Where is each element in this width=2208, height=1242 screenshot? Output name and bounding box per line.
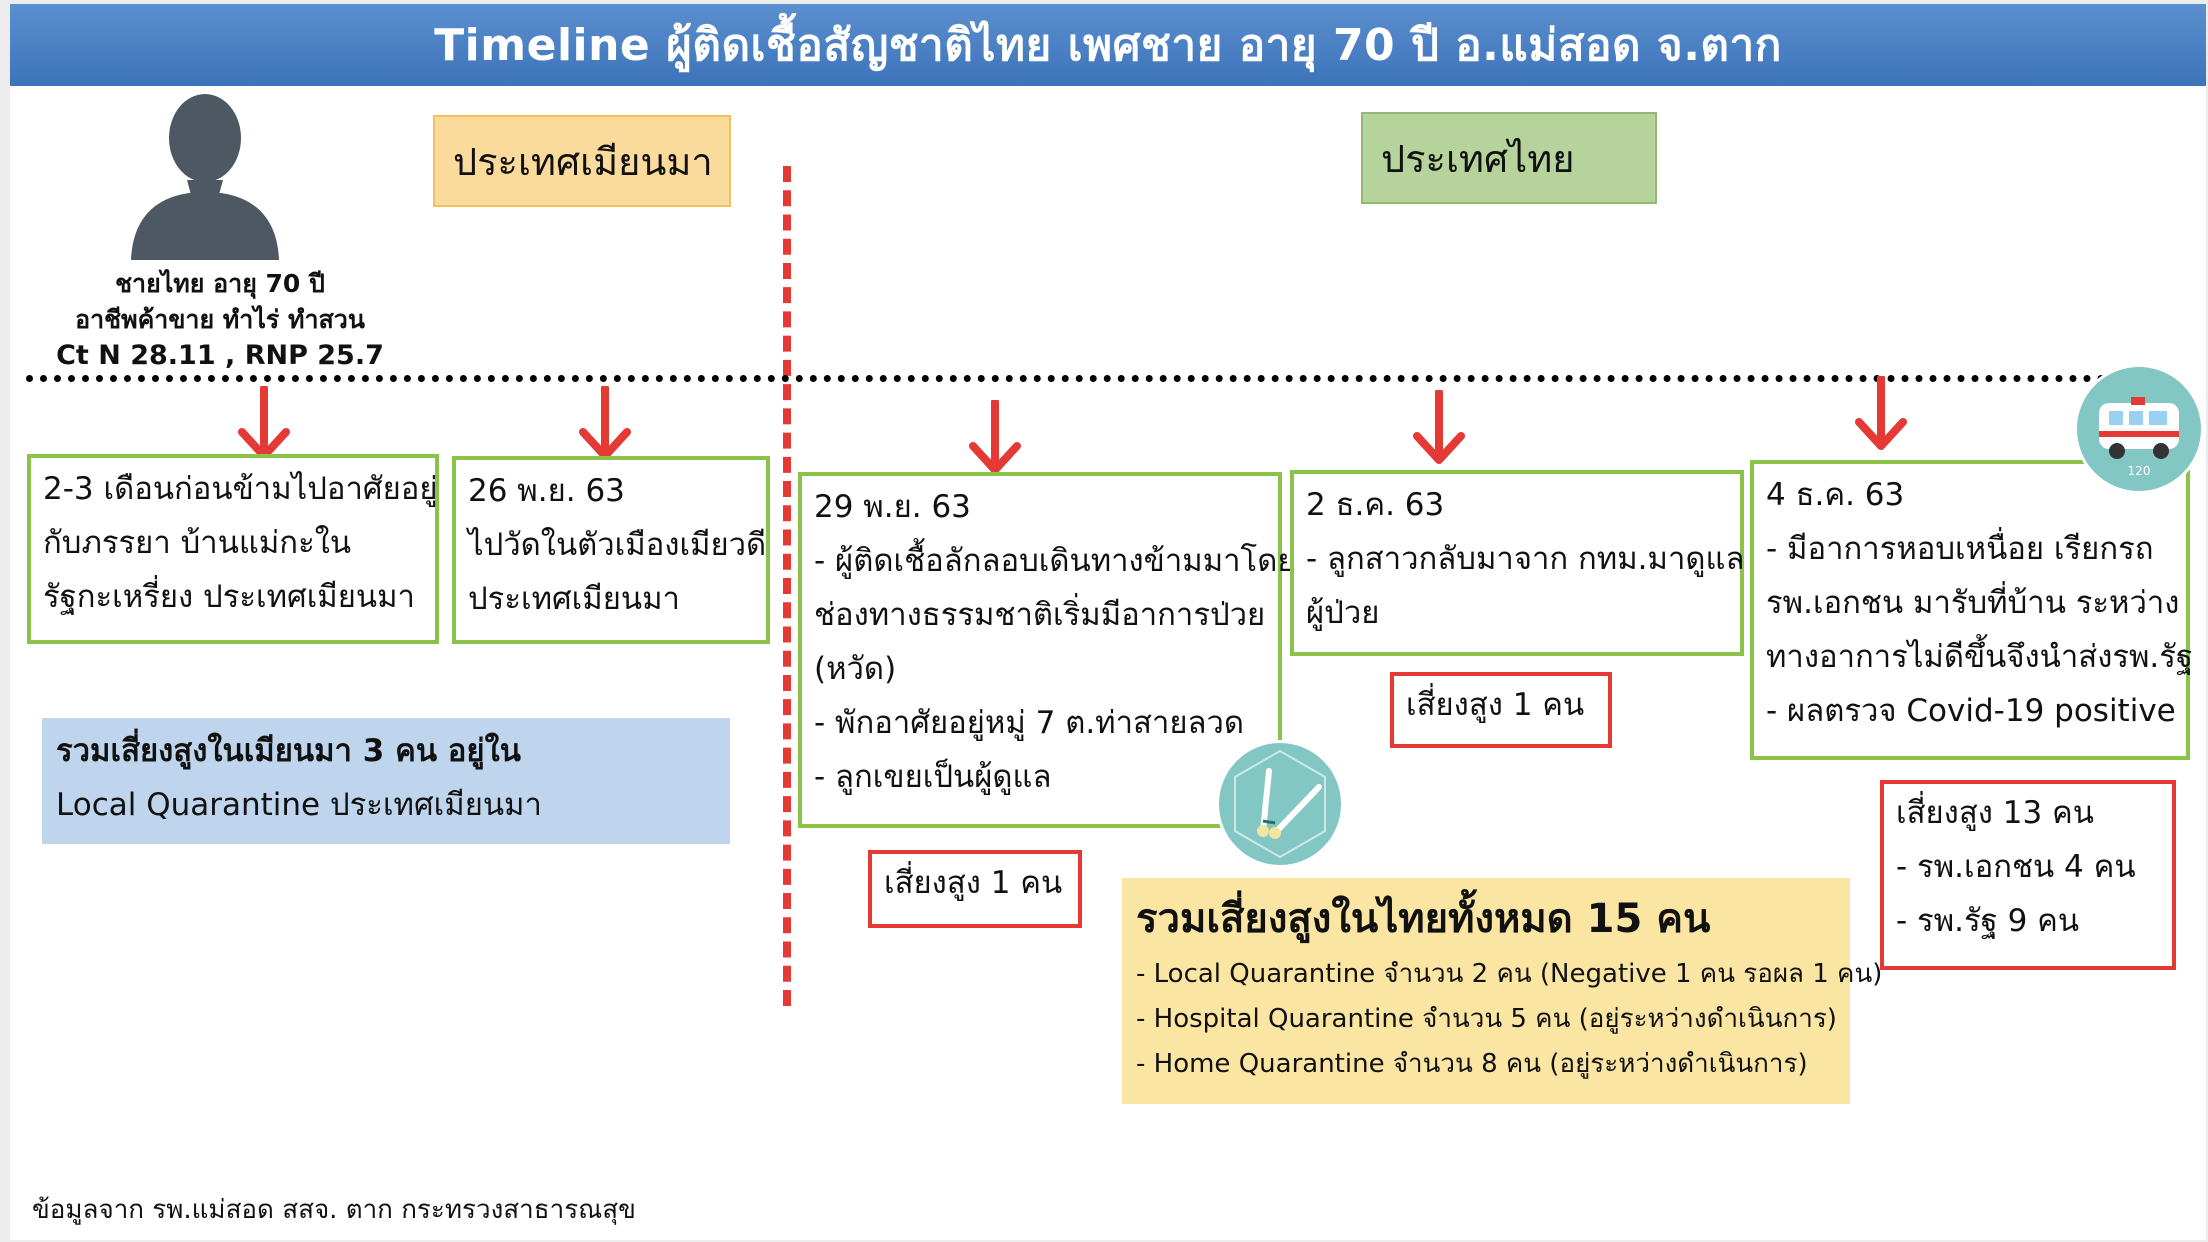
event-text: ทางอาการไม่ดีขึ้นจึงนำส่งรพ.รัฐ	[1766, 639, 2194, 675]
arrow-down-icon	[238, 386, 290, 460]
event-text: - ผลตรวจ Covid-19 positive	[1766, 693, 2176, 729]
swab-graphic	[1234, 749, 1326, 859]
border-divider	[783, 166, 791, 1006]
summary-item: - Hospital Quarantine จำนวน 5 คน (อยู่ระ…	[1136, 1004, 1837, 1034]
page-title: Timeline ผู้ติดเชื้อสัญชาติไทย เพศชาย อา…	[10, 4, 2206, 86]
summary-text: รวมเสี่ยงสูงในเมียนมา 3 คน อยู่ใน	[56, 733, 521, 769]
risk-text: - รพ.รัฐ 9 คน	[1896, 903, 2080, 939]
event-date: 29 พ.ย. 63	[814, 489, 971, 525]
timeline-axis	[26, 375, 2176, 382]
event-text: ช่องทางธรรมชาติเริ่มมีอาการป่วย	[814, 597, 1266, 633]
event-text: - พักอาศัยอยู่หมู่ 7 ต.ท่าสายลวด	[814, 705, 1245, 741]
summary-text: Local Quarantine ประเทศเมียนมา	[56, 787, 542, 823]
event-date: 2 ธ.ค. 63	[1306, 487, 1445, 523]
patient-info: ชายไทย อายุ 70 ปี อาชีพค้าขาย ทำไร่ ทำสว…	[30, 266, 410, 374]
summary-item: - Home Quarantine จำนวน 8 คน (อยู่ระหว่า…	[1136, 1049, 1808, 1079]
event-text: รัฐกะเหรี่ยง ประเทศเมียนมา	[43, 579, 415, 615]
ambulance-number: 120	[2128, 464, 2151, 478]
summary-heading: รวมเสี่ยงสูงในไทยทั้งหมด 15 คน	[1136, 896, 1711, 942]
risk-badge: เสี่ยงสูง 1 คน	[868, 850, 1082, 928]
event-card: 2-3 เดือนก่อนข้ามไปอาศัยอยู่ กับภรรยา บ้…	[27, 454, 439, 644]
swab-test-icon	[1216, 740, 1344, 868]
event-card: 26 พ.ย. 63 ไปวัดในตัวเมืองเมียวดี ประเทศ…	[452, 456, 770, 644]
patient-occupation: อาชีพค้าขาย ทำไร่ ทำสวน	[75, 305, 365, 334]
ambulance-icon: 120	[2074, 364, 2204, 494]
slide: Timeline ผู้ติดเชื้อสัญชาติไทย เพศชาย อา…	[10, 4, 2206, 1240]
risk-badge: เสี่ยงสูง 1 คน	[1390, 672, 1612, 748]
arrow-down-icon	[1413, 390, 1465, 464]
event-date: 26 พ.ย. 63	[468, 473, 625, 509]
event-text: (หวัด)	[814, 651, 897, 687]
event-text: - ลูกสาวกลับมาจาก กทม.มาดูแล	[1306, 541, 1745, 577]
event-text: 2-3 เดือนก่อนข้ามไปอาศัยอยู่	[43, 471, 438, 507]
event-card: 2 ธ.ค. 63 - ลูกสาวกลับมาจาก กทม.มาดูแล ผ…	[1290, 470, 1744, 656]
event-date: 4 ธ.ค. 63	[1766, 477, 1905, 513]
event-text: ประเทศเมียนมา	[468, 581, 680, 617]
event-text: - ผู้ติดเชื้อลักลอบเดินทางข้ามมาโดย	[814, 543, 1296, 579]
event-text: - มีอาการหอบเหนื่อย เรียกรถ	[1766, 531, 2154, 567]
myanmar-risk-summary: รวมเสี่ยงสูงในเมียนมา 3 คน อยู่ใน Local …	[42, 718, 730, 844]
summary-item: - Local Quarantine จำนวน 2 คน (Negative …	[1136, 959, 1883, 989]
arrow-down-icon	[1855, 376, 1907, 450]
source-note: ข้อมูลจาก รพ.แม่สอด สสจ. ตาก กระทรวงสาธา…	[32, 1195, 636, 1225]
country-label-thailand: ประเทศไทย	[1361, 112, 1657, 204]
patient-ct-value: Ct N 28.11 , RNP 25.7	[56, 340, 384, 371]
event-text: - ลูกเขยเป็นผู้ดูแล	[814, 759, 1052, 795]
event-text: ผู้ป่วย	[1306, 595, 1380, 631]
event-card: 29 พ.ย. 63 - ผู้ติดเชื้อลักลอบเดินทางข้า…	[798, 472, 1296, 828]
country-label-myanmar: ประเทศเมียนมา	[433, 115, 731, 207]
person-silhouette-icon	[131, 94, 279, 260]
risk-text: เสี่ยงสูง 13 คน	[1896, 795, 2094, 831]
patient-age: ชายไทย อายุ 70 ปี	[115, 269, 325, 298]
risk-text: - รพ.เอกชน 4 คน	[1896, 849, 2136, 885]
arrow-down-icon	[579, 386, 631, 460]
arrow-down-icon	[969, 400, 1021, 474]
thai-risk-summary: รวมเสี่ยงสูงในไทยทั้งหมด 15 คน - Local Q…	[1122, 878, 1883, 1104]
event-text: รพ.เอกชน มารับที่บ้าน ระหว่าง	[1766, 585, 2180, 621]
event-text: ไปวัดในตัวเมืองเมียวดี	[468, 527, 767, 563]
risk-badge: เสี่ยงสูง 13 คน - รพ.เอกชน 4 คน - รพ.รัฐ…	[1880, 780, 2176, 970]
ambulance-graphic: 120	[2099, 397, 2179, 478]
event-text: กับภรรยา บ้านแม่กะใน	[43, 525, 352, 561]
event-card: 4 ธ.ค. 63 - มีอาการหอบเหนื่อย เรียกรถ รพ…	[1750, 460, 2194, 760]
